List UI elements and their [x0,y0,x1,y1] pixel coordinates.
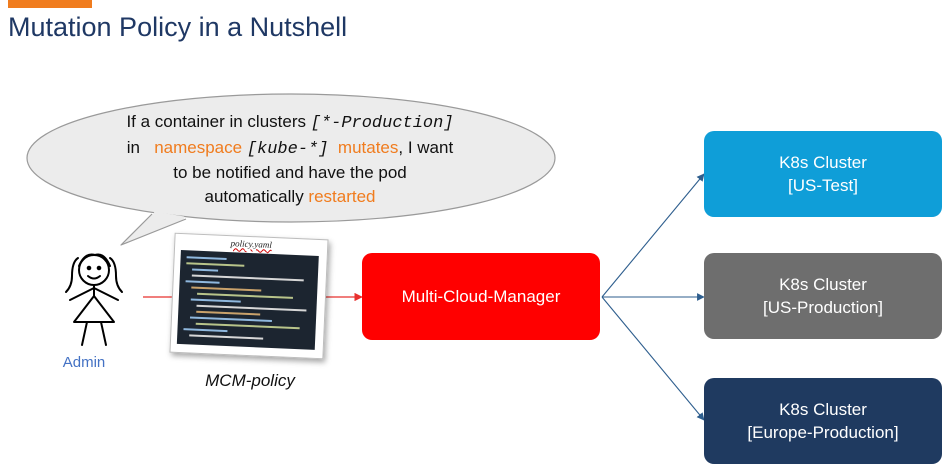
policy-caption: MCM-policy [205,371,295,390]
policy-yaml-card[interactable]: policy.yaml [169,232,329,360]
manager-to-us-test-arrow [601,173,705,298]
bubble-line-2: in namespace [kube-*] mutates, I want [126,137,454,159]
cluster-us-production-title: K8s Cluster [779,275,867,294]
cluster-europe-production-name: [Europe-Production] [747,423,899,442]
admin-label: Admin [62,354,106,371]
bubble-line-1: If a container in clusters [*-Production… [126,112,454,133]
cluster-us-production-name: [US-Production] [763,298,883,317]
bubble-text: If a container in clusters [*-Production… [70,110,510,208]
bubble-line-4: automatically restarted [204,186,376,206]
cluster-us-production[interactable]: K8s Cluster [US-Production] [704,253,942,339]
slide-title: Mutation Policy in a Nutshell [8,12,348,42]
cluster-us-test-name: [US-Test] [788,176,858,195]
cluster-europe-production[interactable]: K8s Cluster [Europe-Production] [704,378,942,464]
speech-bubble [26,93,556,246]
multi-cloud-manager-box[interactable]: Multi-Cloud-Manager [362,253,600,340]
cluster-us-test[interactable]: K8s Cluster [US-Test] [704,131,942,217]
bubble-line-3: to be notified and have the pod [173,163,407,182]
cluster-europe-production-title: K8s Cluster [779,400,867,419]
cluster-us-test-title: K8s Cluster [779,153,867,172]
stick-figure-woman-icon [65,253,123,346]
multi-cloud-manager-label: Multi-Cloud-Manager [401,286,561,306]
policy-code-image [176,249,319,350]
accent-bar [8,0,92,8]
manager-to-europe-production-arrow [601,296,705,421]
